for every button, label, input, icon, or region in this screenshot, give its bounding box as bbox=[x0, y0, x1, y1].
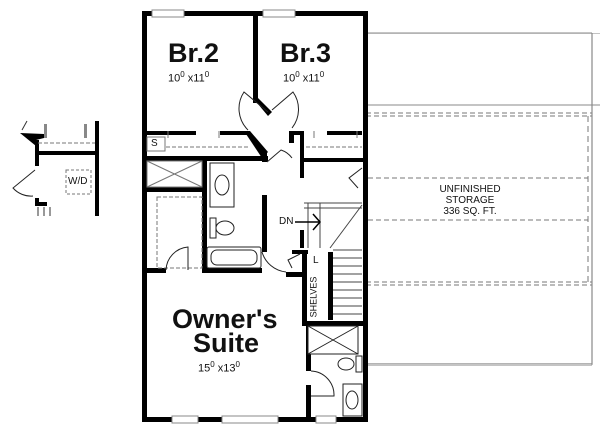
shelves-label: SHELVES bbox=[308, 276, 319, 318]
bath-fixtures bbox=[206, 162, 363, 417]
room-dim-br3: 100 x110 bbox=[283, 70, 324, 85]
dim-x: x bbox=[302, 72, 309, 85]
dim-depth: 11 bbox=[193, 72, 205, 85]
dim-depth-inches: 0 bbox=[235, 360, 240, 369]
closet-shelves bbox=[146, 131, 362, 269]
linen-label: L bbox=[313, 255, 319, 266]
windows bbox=[151, 9, 337, 424]
stairs bbox=[295, 202, 363, 315]
laundry-detail bbox=[12, 120, 99, 216]
doors bbox=[165, 91, 363, 397]
room-name-br3: Br.3 bbox=[280, 38, 332, 68]
dim-depth-inches: 0 bbox=[204, 70, 210, 79]
room-dim-owners: 150 x130 bbox=[198, 360, 240, 375]
dim-width: 10 bbox=[283, 72, 296, 85]
room-name-owners-line1: Owner's bbox=[172, 304, 278, 334]
dim-width: 15 bbox=[198, 362, 211, 375]
dim-width-inches: 0 bbox=[210, 360, 215, 369]
storage-line2: STORAGE bbox=[445, 195, 495, 206]
storage-line1: UNFINISHED bbox=[439, 184, 501, 195]
washer-dryer-label: W/D bbox=[68, 176, 88, 187]
down-label: DN bbox=[279, 216, 294, 227]
room-dim-br2: 100 x110 bbox=[168, 70, 209, 85]
dim-x: x bbox=[187, 72, 194, 85]
shelf-label: S bbox=[151, 138, 158, 149]
dim-width: 10 bbox=[168, 72, 181, 85]
dim-depth: 11 bbox=[308, 72, 320, 85]
room-name-owners-line2: Suite bbox=[193, 328, 260, 358]
dim-depth-inches: 0 bbox=[319, 70, 325, 79]
dim-depth: 13 bbox=[223, 362, 236, 375]
dim-width-inches: 0 bbox=[180, 70, 185, 79]
storage-line3: 336 SQ. FT. bbox=[443, 206, 497, 217]
dim-width-inches: 0 bbox=[295, 70, 300, 79]
storage-label: UNFINISHED STORAGE 336 SQ. FT. bbox=[420, 184, 520, 217]
room-name-br2: Br.2 bbox=[168, 38, 220, 68]
dim-x: x bbox=[217, 362, 224, 375]
